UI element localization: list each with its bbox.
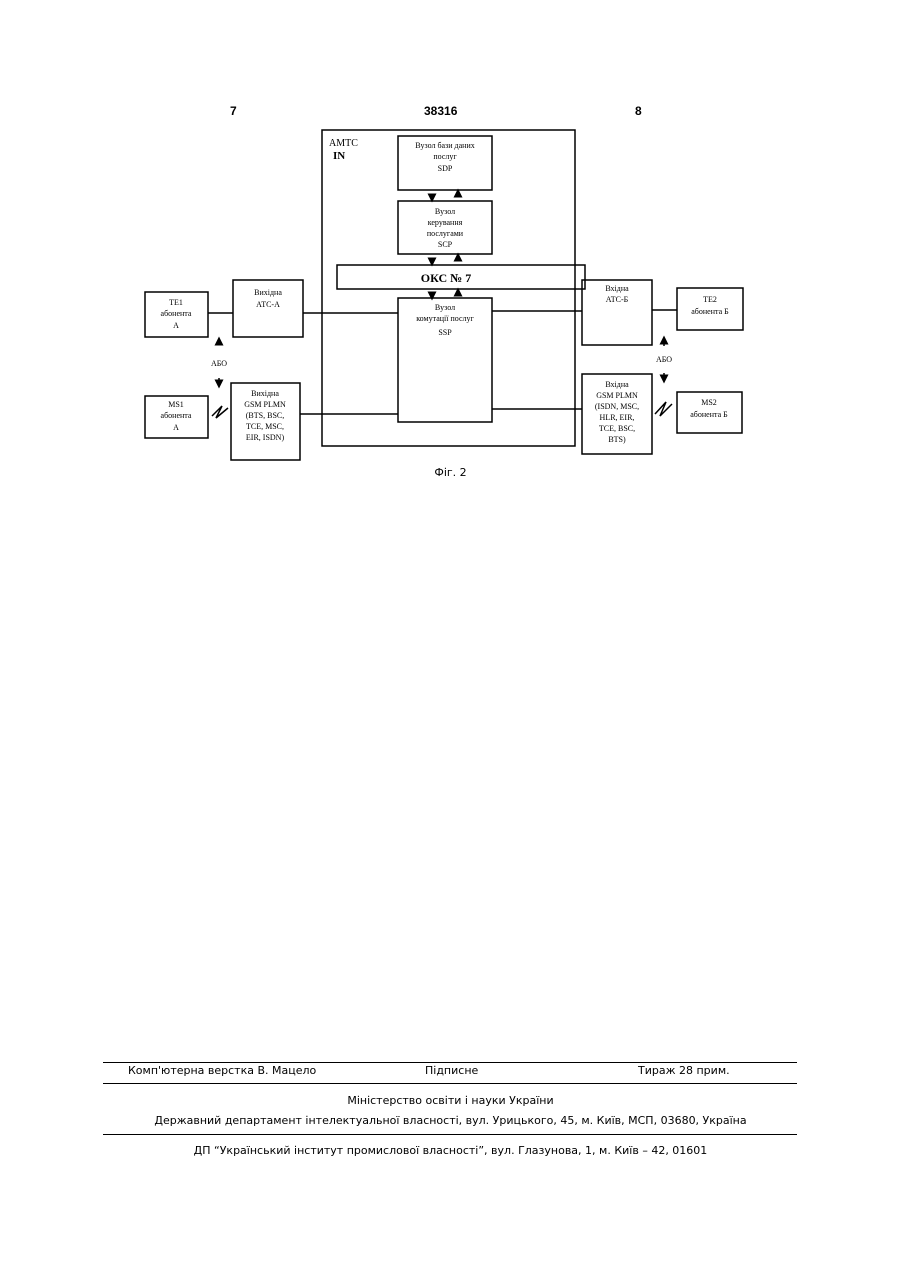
gsm-in-line-6: BTS) — [608, 435, 626, 444]
abo-left-label: АБО — [211, 359, 227, 368]
layout-credit: Комп'ютерна верстка В. Мацело — [128, 1064, 316, 1077]
abo-right-label: АБО — [656, 355, 672, 364]
te1-line-1: ТЕ1 — [169, 298, 183, 307]
gsm-in-line-5: TCE, BSC, — [599, 424, 635, 433]
footer-rule-top — [103, 1062, 797, 1063]
ssp-line-1: Вузол — [435, 303, 455, 312]
sdp-line-2: послуг — [433, 152, 457, 161]
ms1-line-1: MS1 — [168, 400, 184, 409]
ssp-line-2: комутації послуг — [416, 314, 474, 323]
ssp-line-3: SSP — [438, 328, 452, 337]
sdp-line-3: SDP — [438, 164, 453, 173]
department-line: Державний департамент інтелектуальної вл… — [0, 1114, 901, 1127]
te2-line-2: абонента Б — [691, 307, 729, 316]
gsm-in-line-3: (ISDN, MSC, — [595, 402, 639, 411]
footer-rule-bottom — [103, 1134, 797, 1135]
scp-line-1: Вузол — [435, 207, 455, 216]
gsm-in-line-2: GSM PLMN — [596, 391, 638, 400]
amts-box — [322, 130, 575, 446]
ats-b-line-2: АТС-Б — [606, 295, 629, 304]
wireless-link-left-icon — [212, 406, 228, 418]
network-diagram: АМТС IN Вузол бази даних послуг SDP Вузо… — [0, 0, 901, 500]
subscription-label: Підписне — [425, 1064, 478, 1077]
sdp-line-1: Вузол бази даних — [415, 141, 474, 150]
ats-a-line-2: АТС-А — [256, 300, 280, 309]
te1-line-3: А — [173, 321, 179, 330]
in-label: IN — [333, 150, 345, 162]
ms2-line-1: MS2 — [701, 398, 717, 407]
scp-line-2: керування — [428, 218, 463, 227]
ms1-line-2: абонента — [161, 411, 192, 420]
gsm-in-line-1: Вхідна — [605, 380, 629, 389]
wireless-link-right-icon — [655, 402, 672, 416]
scp-line-3: послугами — [427, 229, 464, 238]
scp-line-4: SCP — [438, 240, 453, 249]
gsm-out-line-3: (BTS, BSC, — [246, 411, 284, 420]
gsm-out-line-5: EIR, ISDN) — [246, 433, 285, 442]
amts-label: АМТС — [329, 138, 358, 149]
gsm-in-line-4: HLR, EIR, — [600, 413, 635, 422]
gsm-out-line-2: GSM PLMN — [244, 400, 286, 409]
gsm-out-line-1: Вихідна — [251, 389, 279, 398]
ms1-line-3: А — [173, 423, 179, 432]
footer-rule-middle — [103, 1083, 797, 1084]
circulation-label: Тираж 28 прим. — [638, 1064, 730, 1077]
institute-line: ДП “Український інститут промислової вла… — [0, 1144, 901, 1157]
ats-b-line-1: Вхідна — [605, 284, 629, 293]
gsm-out-line-4: TCE, MSC, — [246, 422, 284, 431]
ministry-line: Міністерство освіти і науки України — [0, 1094, 901, 1107]
te2-line-1: ТЕ2 — [703, 295, 717, 304]
figure-caption: Фіг. 2 — [0, 466, 901, 479]
oks-label: ОКС № 7 — [421, 271, 471, 285]
ats-a-line-1: Вихідна — [254, 288, 282, 297]
te1-line-2: абонента — [161, 309, 192, 318]
ms2-line-2: абонента Б — [690, 410, 728, 419]
